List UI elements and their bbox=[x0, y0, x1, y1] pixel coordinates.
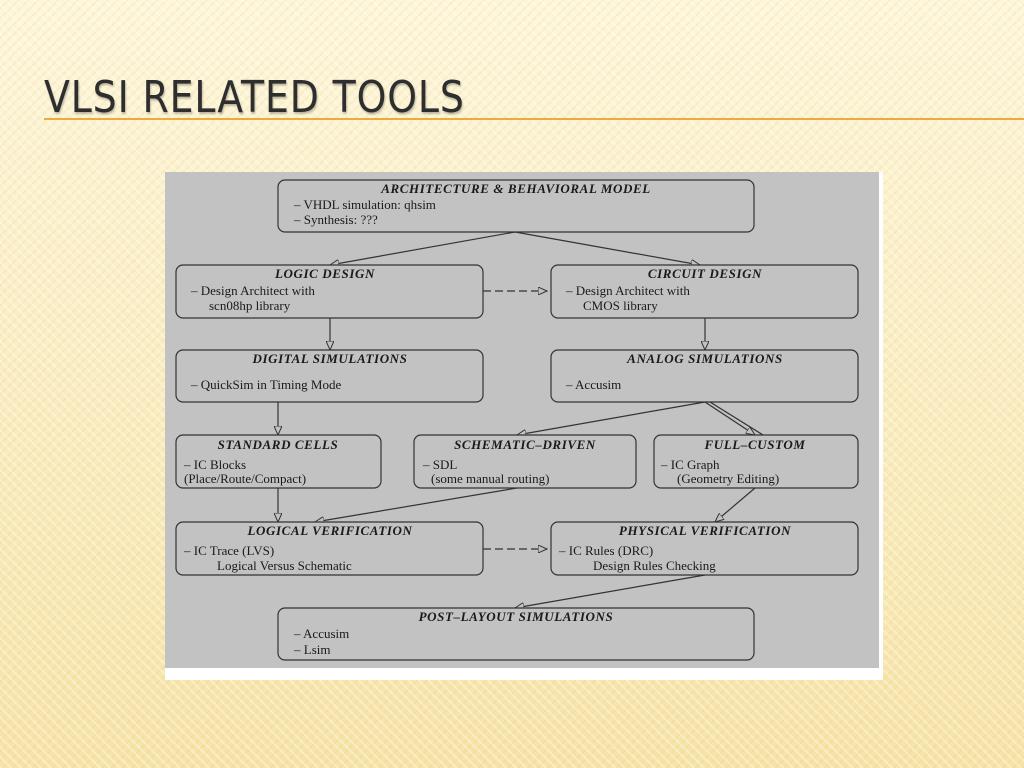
box-title: DIGITAL SIMULATIONS bbox=[251, 351, 407, 366]
box-line: – IC Rules (DRC) bbox=[558, 543, 653, 558]
edge-analog-to-schematic bbox=[517, 401, 706, 435]
box-title: SCHEMATIC–DRIVEN bbox=[454, 437, 596, 452]
box-title: PHYSICAL VERIFICATION bbox=[619, 523, 791, 538]
box-line: (Geometry Editing) bbox=[677, 471, 779, 486]
box-line: – IC Trace (LVS) bbox=[183, 543, 274, 558]
box-line: Logical Versus Schematic bbox=[217, 558, 352, 573]
box-line: CMOS library bbox=[583, 298, 658, 313]
box-line: – QuickSim in Timing Mode bbox=[190, 377, 341, 392]
title-underline bbox=[44, 118, 1024, 120]
box-title: FULL–CUSTOM bbox=[704, 437, 806, 452]
edge-analog-to-fullcustom-2 bbox=[709, 401, 764, 436]
box-line: – Design Architect with bbox=[190, 283, 315, 298]
box-line: (Place/Route/Compact) bbox=[184, 471, 306, 486]
box-line: – SDL bbox=[422, 457, 457, 472]
edge-arch-to-logic bbox=[330, 231, 516, 265]
box-line: – Design Architect with bbox=[565, 283, 690, 298]
box-schematic-driven bbox=[413, 434, 637, 489]
box-line: Design Rules Checking bbox=[593, 558, 716, 573]
box-line: – IC Graph bbox=[660, 457, 720, 472]
box-analog-simulations bbox=[550, 349, 859, 403]
box-line: – Accusim bbox=[565, 377, 621, 392]
edge-fullcustom-to-physical bbox=[715, 487, 756, 522]
box-line: – Accusim bbox=[293, 626, 349, 641]
box-title: ANALOG SIMULATIONS bbox=[626, 351, 783, 366]
edge-schematic-to-logical bbox=[315, 487, 518, 522]
box-digital-simulations bbox=[175, 349, 484, 403]
box-title: CIRCUIT DESIGN bbox=[648, 266, 762, 281]
box-architecture bbox=[277, 179, 755, 233]
box-line: (some manual routing) bbox=[431, 471, 549, 486]
diagram-panel: ARCHITECTURE & BEHAVIORAL MODEL – VHDL s… bbox=[165, 172, 879, 668]
box-line: – IC Blocks bbox=[183, 457, 246, 472]
box-post-layout bbox=[277, 607, 755, 661]
box-standard-cells bbox=[175, 434, 382, 489]
box-title: LOGIC DESIGN bbox=[274, 266, 375, 281]
edge-analog-to-fullcustom bbox=[704, 401, 755, 435]
box-circuit-design bbox=[550, 264, 859, 319]
edge-arch-to-circuit bbox=[514, 231, 700, 265]
diagram-image: ARCHITECTURE & BEHAVIORAL MODEL – VHDL s… bbox=[165, 172, 883, 680]
box-title: ARCHITECTURE & BEHAVIORAL MODEL bbox=[380, 181, 651, 196]
box-line: – VHDL simulation: qhsim bbox=[293, 197, 436, 212]
vlsi-flow-diagram: ARCHITECTURE & BEHAVIORAL MODEL – VHDL s… bbox=[175, 179, 859, 661]
slide-title: VLSI RELATED TOOLS bbox=[44, 72, 465, 123]
box-logical-verification bbox=[175, 521, 484, 576]
box-line: scn08hp library bbox=[209, 298, 291, 313]
box-full-custom bbox=[653, 434, 859, 489]
box-line: – Lsim bbox=[293, 642, 330, 657]
box-logic-design bbox=[175, 264, 484, 319]
box-line: – Synthesis: ??? bbox=[293, 212, 378, 227]
box-physical-verification bbox=[550, 521, 859, 576]
box-title: LOGICAL VERIFICATION bbox=[246, 523, 412, 538]
box-title: STANDARD CELLS bbox=[218, 437, 339, 452]
box-title: POST–LAYOUT SIMULATIONS bbox=[419, 609, 614, 624]
edge-physical-to-postlayout bbox=[515, 574, 706, 608]
